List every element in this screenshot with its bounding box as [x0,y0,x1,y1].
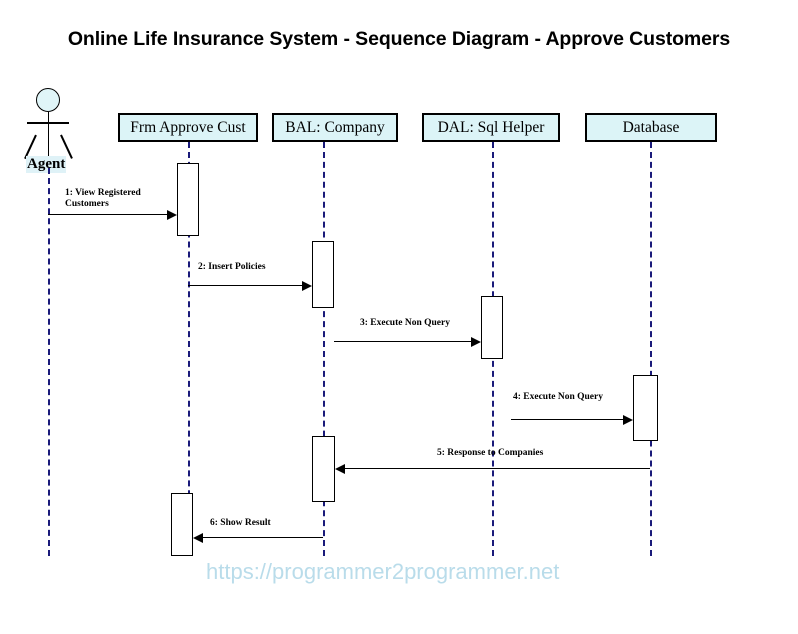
message-label-1: 1: View Registered Customers [65,188,141,209]
activation-bar-database-1 [633,375,658,441]
activation-bar-bal-company-2 [312,436,335,502]
message-line-1 [48,214,167,215]
participant-label: BAL: Company [285,118,385,136]
message-arrow-1 [167,209,177,220]
message-arrow-6 [193,532,203,543]
participant-box-dal-sql-helper[interactable]: DAL: Sql Helper [422,113,560,142]
participant-box-frm-approve-cust[interactable]: Frm Approve Cust [118,113,258,142]
lifeline-actor-agent [48,168,50,556]
message-label-2: 2: Insert Policies [198,262,266,272]
message-arrow-2 [302,280,312,291]
activation-bar-dal-sql-helper-1 [481,296,503,359]
message-line-6 [203,537,323,538]
page-title: Online Life Insurance System - Sequence … [67,28,731,50]
message-label-3: 3: Execute Non Query [360,318,450,328]
actor-arms-line [27,122,69,124]
lifeline-frm-approve-cust [188,142,190,556]
message-label-4: 4: Execute Non Query [513,392,603,402]
participant-box-database[interactable]: Database [585,113,717,142]
message-label-6: 6: Show Result [210,518,271,528]
message-line-3 [334,341,471,342]
participant-label: DAL: Sql Helper [437,118,545,136]
message-line-2 [188,285,302,286]
actor-body-line [47,112,50,156]
message-arrow-3 [471,336,481,347]
lifeline-bal-company [323,142,325,556]
activation-bar-frm-approve-cust-1 [177,163,199,236]
actor-label: Agent [26,156,67,173]
message-line-5 [345,468,650,469]
participant-label: Frm Approve Cust [130,118,246,136]
message-label-5: 5: Response to Companies [437,448,544,458]
participant-label: Database [622,118,680,136]
message-arrow-5 [335,463,345,474]
watermark-url: https://programmer2programmer.net [206,559,560,584]
message-line-4 [511,419,623,420]
activation-bar-bal-company-1 [312,241,334,308]
actor-head-icon [36,88,60,112]
participant-box-bal-company[interactable]: BAL: Company [272,113,398,142]
message-arrow-4 [623,414,633,425]
lifeline-database [650,142,652,556]
activation-bar-frm-approve-cust-2 [171,493,193,556]
